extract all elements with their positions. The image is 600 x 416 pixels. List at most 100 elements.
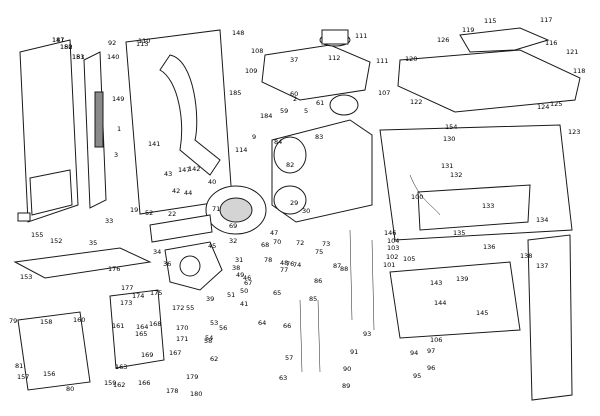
part-number-callout: 90: [343, 365, 351, 373]
part-number-callout: 56: [219, 324, 227, 332]
part-number-callout: 96: [427, 364, 435, 372]
part-number-callout: 124: [537, 103, 549, 111]
left-side-panel: [83, 51, 107, 209]
part-number-callout: 110: [138, 37, 150, 45]
part-number-callout: 87: [333, 262, 341, 270]
part-number-callout: 94: [410, 349, 418, 357]
part-number-callout: 113: [136, 40, 148, 48]
part-number-callout: 64: [258, 319, 266, 327]
part-number-callout: 159: [104, 379, 116, 387]
part-number-callout: 51: [227, 291, 235, 299]
part-number-callout: 89: [342, 382, 350, 390]
part-number-callout: 81: [15, 362, 23, 370]
part-number-callout: 169: [141, 351, 153, 359]
right-side-panel: [527, 234, 573, 401]
part-number-callout: 180: [190, 390, 202, 398]
part-number-callout: 144: [434, 299, 446, 307]
part-number-callout: 157: [17, 373, 29, 381]
part-number-callout: 1: [117, 125, 121, 133]
part-number-callout: 181: [52, 36, 64, 44]
part-number-callout: 114: [235, 146, 247, 154]
part-number-callout: 60: [290, 90, 298, 98]
part-number-callout: 70: [273, 238, 281, 246]
part-number-callout: 162: [113, 381, 125, 389]
part-number-callout: 53: [210, 319, 218, 327]
part-number-callout: 134: [536, 216, 548, 224]
part-number-callout: 152: [50, 237, 62, 245]
part-number-callout: 154: [445, 123, 457, 131]
part-number-callout: 171: [176, 335, 188, 343]
part-number-callout: 170: [176, 324, 188, 332]
part-number-callout: 130: [443, 135, 455, 143]
part-number-callout: 5: [304, 107, 308, 115]
part-number-callout: 80: [66, 385, 74, 393]
part-number-callout: 88: [340, 265, 348, 273]
part-number-callout: 59: [280, 107, 288, 115]
part-number-callout: 38: [232, 264, 240, 272]
part-number-callout: 55: [186, 304, 194, 312]
part-number-callout: 78: [264, 256, 272, 264]
part-number-callout: 155: [31, 231, 43, 239]
part-number-callout: 79: [9, 317, 17, 325]
part-number-callout: 73: [322, 240, 330, 248]
part-number-callout: 68: [261, 241, 269, 249]
part-number-callout: 173: [120, 299, 132, 307]
part-number-callout: 61: [316, 99, 324, 107]
part-number-callout: 183: [72, 53, 84, 61]
part-number-callout: 63: [279, 374, 287, 382]
part-number-callout: 141: [148, 140, 160, 148]
part-number-callout: 65: [273, 289, 281, 297]
part-number-callout: 142: [188, 165, 200, 173]
part-number-callout: 147: [52, 36, 64, 44]
part-number-callout: 92: [108, 39, 116, 47]
part-number-callout: 118: [573, 67, 585, 75]
part-number-callout: 69: [229, 222, 237, 230]
part-number-callout: 58: [204, 337, 212, 345]
part-number-callout: 32: [229, 237, 237, 245]
part-number-callout: 167: [169, 349, 181, 357]
part-number-callout: 33: [105, 217, 113, 225]
part-number-callout: 135: [453, 229, 465, 237]
part-number-callout: 106: [430, 336, 442, 344]
part-number-callout: 107: [378, 89, 390, 97]
part-number-callout: 77: [280, 266, 288, 274]
part-number-callout: 145: [476, 309, 488, 317]
part-number-callout: 93: [363, 330, 371, 338]
part-number-callout: 136: [483, 243, 495, 251]
part-number-callout: 138: [520, 252, 532, 260]
part-number-callout: 86: [314, 277, 322, 285]
part-number-callout: 139: [456, 275, 468, 283]
part-number-callout: 62: [210, 355, 218, 363]
part-number-callout: 156: [43, 370, 55, 378]
part-number-callout: 37: [290, 56, 298, 64]
part-number-callout: 108: [251, 47, 263, 55]
part-number-callout: 52: [145, 209, 153, 217]
part-number-callout: 178: [166, 387, 178, 395]
part-number-callout: 102: [386, 253, 398, 261]
part-number-callout: 115: [484, 17, 496, 25]
part-number-callout: 95: [413, 372, 421, 380]
part-number-callout: 165: [135, 330, 147, 338]
part-number-callout: 49: [236, 271, 244, 279]
part-number-callout: 109: [245, 67, 257, 75]
part-number-callout: 30: [302, 207, 310, 215]
part-number-callout: 184: [260, 112, 272, 120]
part-number-callout: 149: [112, 95, 124, 103]
part-number-callout: 57: [285, 354, 293, 362]
part-number-callout: 35: [89, 239, 97, 247]
part-number-callout: 177: [121, 284, 133, 292]
part-number-callout: 2: [293, 95, 297, 103]
part-number-callout: 40: [208, 178, 216, 186]
part-number-callout: 9: [252, 133, 256, 141]
part-number-callout: 22: [168, 210, 176, 218]
part-number-callout: 131: [441, 162, 453, 170]
part-number-callout: 164: [136, 323, 148, 331]
part-number-callout: 175: [150, 289, 162, 297]
part-number-callout: 76: [286, 260, 294, 268]
part-number-callout: 125: [550, 100, 562, 108]
part-number-callout: 120: [405, 55, 417, 63]
part-number-callout: 117: [540, 16, 552, 24]
